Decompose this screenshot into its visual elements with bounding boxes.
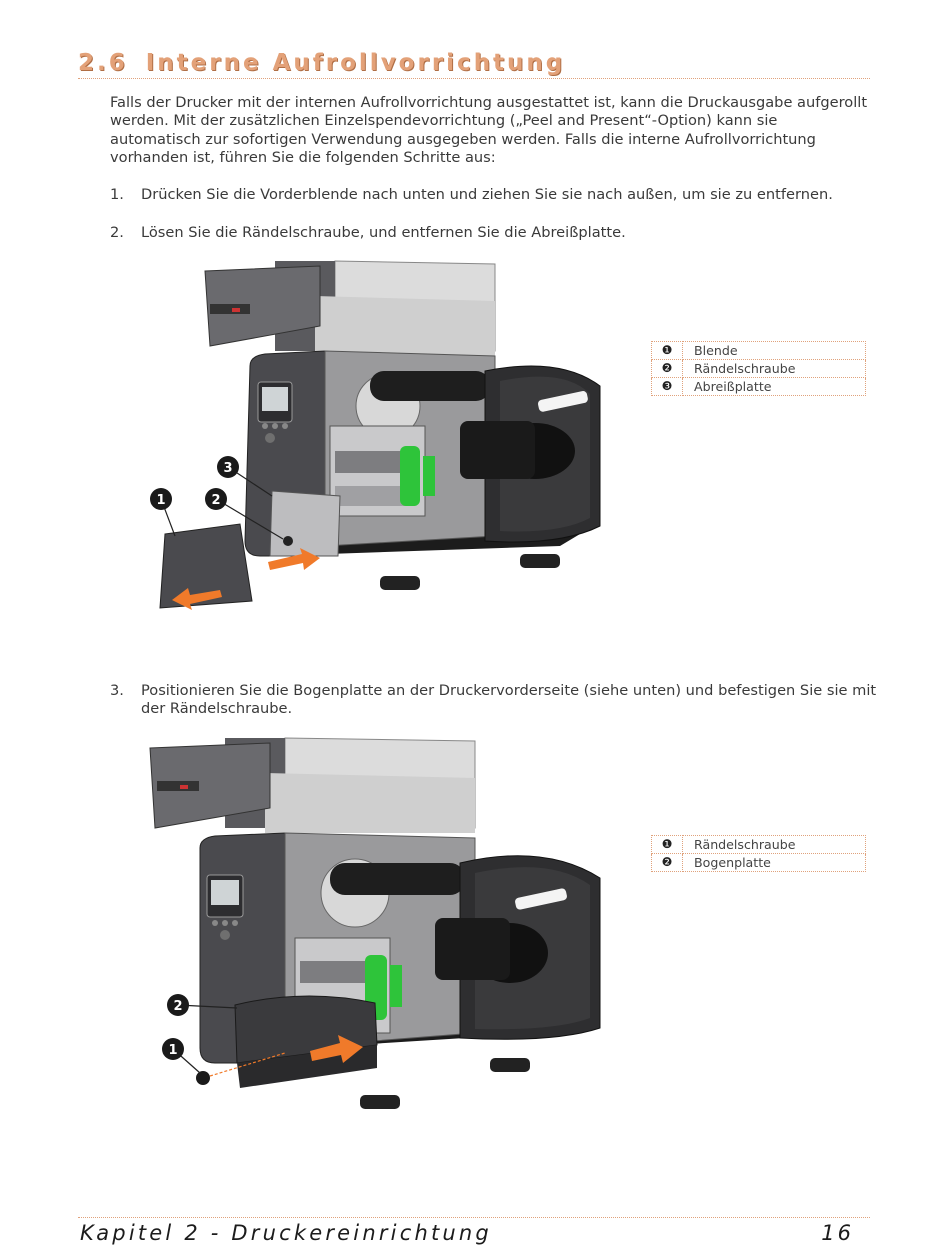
legend-key: ❷ [651, 359, 683, 378]
printer-figure-1: 1 2 3 [150, 260, 601, 610]
step-number: 3. [110, 682, 124, 699]
legend-key: ❶ [651, 835, 683, 854]
printer-figure-2: 1 2 [149, 737, 601, 1109]
legend-label: Abreißplatte [682, 377, 866, 396]
legend-row: ❷ Bogenplatte [651, 853, 866, 872]
section-heading: 2.6 Interne Aufrollvorrichtung [78, 50, 870, 79]
callout-1: 1 [150, 488, 172, 510]
callout-2: 2 [205, 488, 227, 510]
legend-label: Bogenplatte [682, 853, 866, 872]
legend-figure-2: ❶ Rändelschraube ❷ Bogenplatte [651, 835, 866, 872]
callout-2: 2 [167, 994, 189, 1016]
legend-row: ❸ Abreißplatte [651, 377, 866, 396]
footer-chapter: Kapitel 2 - Druckereinrichtung [80, 1221, 492, 1245]
legend-label: Rändelschraube [682, 835, 866, 854]
step-number: 2. [110, 224, 124, 241]
section-number: 2.6 [78, 50, 128, 76]
legend-key: ❸ [651, 377, 683, 396]
section-title: Interne Aufrollvorrichtung [145, 50, 566, 76]
legend-key: ❶ [651, 341, 683, 360]
legend-label: Rändelschraube [682, 359, 866, 378]
legend-key: ❷ [651, 853, 683, 872]
legend-label: Blende [682, 341, 866, 360]
footer-divider [78, 1217, 870, 1218]
step-1: 1. Drücken Sie die Vorderblende nach unt… [110, 186, 880, 204]
legend-row: ❶ Rändelschraube [651, 835, 866, 854]
step-3: 3. Positionieren Sie die Bogenplatte an … [110, 682, 880, 719]
step-text: Drücken Sie die Vorderblende nach unten … [141, 186, 833, 203]
callout-1: 1 [162, 1038, 184, 1060]
svg-text:1: 1 [168, 1043, 177, 1058]
legend-figure-1: ❶ Blende ❷ Rändelschraube ❸ Abreißplatte [651, 341, 866, 396]
svg-text:2: 2 [211, 493, 220, 508]
legend-row: ❶ Blende [651, 341, 866, 360]
step-2: 2. Lösen Sie die Rändelschraube, und ent… [110, 224, 880, 242]
intro-paragraph: Falls der Drucker mit der internen Aufro… [110, 94, 868, 167]
page-number: 16 [821, 1221, 854, 1245]
svg-text:2: 2 [173, 999, 182, 1014]
svg-text:3: 3 [223, 461, 232, 476]
step-text: Lösen Sie die Rändelschraube, und entfer… [141, 224, 626, 241]
callout-3: 3 [217, 456, 239, 478]
step-text: Positionieren Sie die Bogenplatte an der… [141, 682, 877, 718]
step-number: 1. [110, 186, 124, 203]
legend-row: ❷ Rändelschraube [651, 359, 866, 378]
svg-text:1: 1 [156, 493, 165, 508]
